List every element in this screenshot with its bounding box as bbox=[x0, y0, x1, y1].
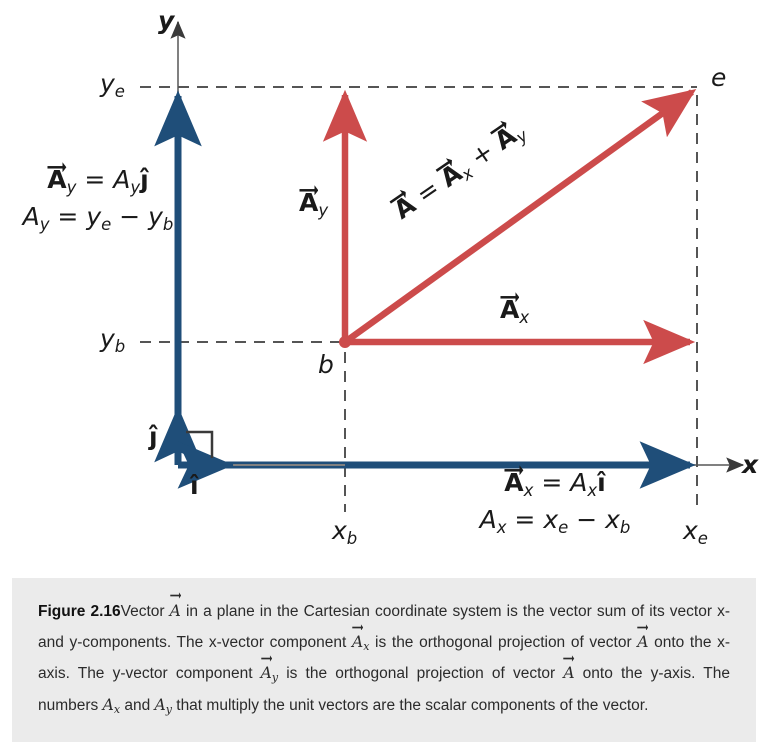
figure-caption-box: Figure 2.16Vector A in a plane in the Ca… bbox=[12, 578, 756, 742]
formula-Ax-definition: A x = Axî bbox=[440, 464, 670, 499]
j-hat-label: ĵ bbox=[149, 422, 158, 451]
formula-block-x: A x = Axî Ax = xe − xb bbox=[440, 464, 670, 538]
blue-axis-vectors bbox=[154, 90, 696, 489]
formula-Ax-scalar: Ax = xe − xb bbox=[479, 505, 631, 538]
tick-label-x-begin: xb bbox=[332, 516, 358, 548]
y-axis-label: y bbox=[158, 6, 175, 35]
point-label-b: b bbox=[318, 350, 334, 379]
vector-arrow-overbar bbox=[637, 623, 649, 631]
formula-Ay-definition: A y = Ayĵ bbox=[18, 161, 178, 196]
tick-label-y-end: ye bbox=[100, 69, 125, 101]
red-vectors bbox=[322, 88, 697, 365]
diagram-canvas bbox=[140, 20, 745, 512]
vector-arrow-overbar bbox=[352, 623, 364, 631]
unit-vectors bbox=[154, 406, 234, 489]
dashed-guides bbox=[140, 86, 698, 512]
tick-label-y-begin: yb bbox=[100, 324, 126, 356]
figure-number: Figure 2.16 bbox=[38, 603, 121, 620]
formula-block-y: A y = Ayĵ Ay = ye − yb bbox=[18, 161, 178, 235]
tick-label-x-end: xe bbox=[683, 516, 708, 548]
x-axis-label: x bbox=[742, 450, 759, 479]
vector-diagram: y x ye yb xb xe b e ĵ î A y bbox=[18, 6, 759, 548]
vector-arrow-overbar bbox=[169, 591, 181, 599]
vector-arrow-overbar bbox=[260, 654, 272, 662]
point-b-dot bbox=[339, 336, 351, 348]
point-label-e: e bbox=[711, 63, 727, 92]
formula-Ay-scalar: Ay = ye − yb bbox=[22, 202, 174, 235]
vector-label-Ax: A x bbox=[500, 291, 529, 326]
right-angle-marker bbox=[186, 430, 214, 458]
vector-arrow-overbar bbox=[563, 654, 575, 662]
red-vector-A-resultant bbox=[343, 88, 697, 345]
vector-label-Ay: A y bbox=[299, 184, 328, 219]
figure-caption-text: Figure 2.16Vector A in a plane in the Ca… bbox=[38, 592, 730, 721]
axis-lines bbox=[170, 20, 745, 473]
i-hat-label: î bbox=[190, 471, 199, 500]
